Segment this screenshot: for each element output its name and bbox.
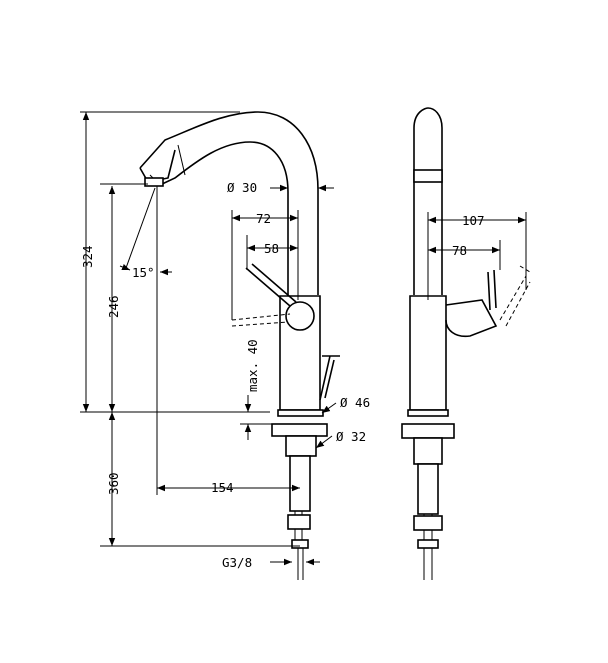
label-hole-diameter: Ø 32 [336, 429, 366, 444]
base-plate [271, 423, 328, 437]
label-below-deck: 360 [106, 472, 121, 495]
side-lever [487, 269, 497, 311]
lever-knob [285, 301, 315, 331]
label-total-height: 324 [80, 245, 95, 268]
threaded-shank [289, 455, 311, 512]
spout-inner [159, 141, 289, 295]
label-lever-reach: 72 [256, 211, 271, 226]
lever-handle [245, 263, 297, 307]
label-connection: G3/8 [222, 555, 252, 570]
side-view [401, 107, 531, 580]
spout-head [139, 149, 176, 183]
side-lever-housing [445, 299, 498, 338]
side-body [409, 295, 447, 411]
aerator [144, 177, 164, 187]
side-base [401, 423, 455, 439]
side-spout [413, 107, 443, 295]
side-aerator [413, 169, 443, 183]
label-angle: 15° [132, 265, 155, 280]
label-spout-height: 246 [106, 295, 121, 318]
label-side-lever-reach: 107 [462, 213, 485, 228]
pull-rod [319, 355, 340, 401]
label-spout-reach: 154 [211, 480, 234, 495]
spout-outer [139, 111, 319, 295]
label-lever-offset: 58 [264, 241, 279, 256]
label-base-diameter: Ø 46 [340, 395, 370, 410]
label-spout-diameter: Ø 30 [227, 180, 257, 195]
label-side-lever-offset: 78 [452, 243, 467, 258]
label-max-deck: max. 40 [245, 339, 260, 392]
front-view [80, 111, 340, 580]
